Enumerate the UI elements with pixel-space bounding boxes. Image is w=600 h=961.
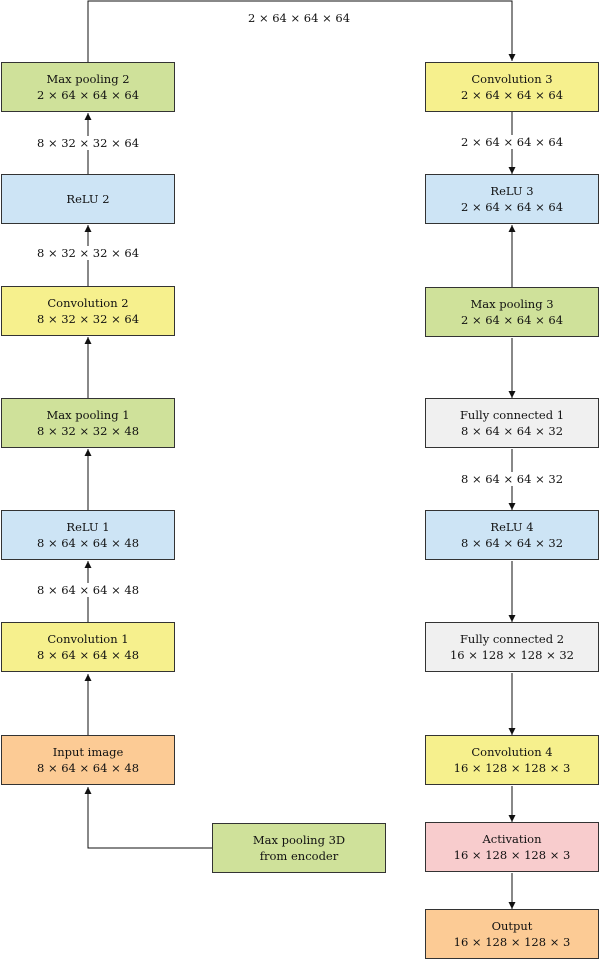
box-dims: 16 × 128 × 128 × 32 — [449, 648, 574, 662]
box-line1: Max pooling 3D — [252, 833, 346, 847]
box-title: Convolution 4 — [471, 745, 553, 759]
max-pooling-1-box: Max pooling 1 8 × 32 × 32 × 48 — [1, 398, 175, 448]
box-title: Convolution 2 — [47, 296, 129, 310]
output-box: Output 16 × 128 × 128 × 3 — [425, 909, 599, 959]
activation-box: Activation 16 × 128 × 128 × 3 — [425, 822, 599, 872]
max-pooling-3-box: Max pooling 3 2 × 64 × 64 × 64 — [425, 287, 599, 337]
box-title: ReLU 3 — [490, 184, 534, 198]
fully-connected-2-box: Fully connected 2 16 × 128 × 128 × 32 — [425, 622, 599, 672]
convolution-1-box: Convolution 1 8 × 64 × 64 × 48 — [1, 622, 175, 672]
box-title: Max pooling 2 — [46, 72, 130, 86]
arrow-maxpool2-to-conv3 — [87, 0, 516, 62]
box-title: Max pooling 3 — [470, 297, 554, 311]
box-dims: 8 × 32 × 32 × 64 — [36, 312, 140, 326]
box-title: Output — [491, 919, 533, 933]
box-title: Fully connected 2 — [459, 632, 565, 646]
relu-4-box: ReLU 4 8 × 64 × 64 × 32 — [425, 510, 599, 560]
relu-2-box: ReLU 2 — [1, 174, 175, 224]
box-dims: 2 × 64 × 64 × 64 — [460, 200, 564, 214]
label-fc1-to-relu4: 8 × 64 × 64 × 32 — [458, 472, 566, 486]
max-pooling-2-box: Max pooling 2 2 × 64 × 64 × 64 — [1, 62, 175, 112]
box-title: Activation — [482, 832, 542, 846]
relu-1-box: ReLU 1 8 × 64 × 64 × 48 — [1, 510, 175, 560]
encoder-max-pooling-box: Max pooling 3D from encoder — [212, 823, 386, 873]
box-dims: 8 × 64 × 64 × 48 — [36, 761, 140, 775]
label-conv1-to-relu1: 8 × 64 × 64 × 48 — [34, 583, 142, 597]
box-dims: 8 × 64 × 64 × 48 — [36, 648, 140, 662]
box-title: Convolution 3 — [471, 72, 553, 86]
box-dims: 2 × 64 × 64 × 64 — [460, 88, 564, 102]
box-line2: from encoder — [259, 849, 339, 863]
box-dims: 8 × 64 × 64 × 32 — [460, 536, 564, 550]
box-dims: 16 × 128 × 128 × 3 — [453, 935, 571, 949]
box-dims: 8 × 64 × 64 × 48 — [36, 536, 140, 550]
label-relu2-to-maxpool2: 8 × 32 × 32 × 64 — [34, 136, 142, 150]
box-title: ReLU 1 — [66, 520, 110, 534]
relu-3-box: ReLU 3 2 × 64 × 64 × 64 — [425, 174, 599, 224]
label-conv3-to-relu3: 2 × 64 × 64 × 64 — [458, 135, 566, 149]
box-title: Max pooling 1 — [46, 408, 130, 422]
box-dims: 16 × 128 × 128 × 3 — [453, 761, 571, 775]
box-title: Input image — [52, 745, 124, 759]
input-image-box: Input image 8 × 64 × 64 × 48 — [1, 735, 175, 785]
box-dims: 8 × 64 × 64 × 32 — [460, 424, 564, 438]
box-dims: 8 × 32 × 32 × 48 — [36, 424, 140, 438]
label-conv2-to-relu2: 8 × 32 × 32 × 64 — [34, 246, 142, 260]
convolution-2-box: Convolution 2 8 × 32 × 32 × 64 — [1, 286, 175, 336]
label-top-connection: 2 × 64 × 64 × 64 — [245, 11, 353, 25]
box-title: Convolution 1 — [47, 632, 129, 646]
box-dims: 2 × 64 × 64 × 64 — [36, 88, 140, 102]
box-title: ReLU 4 — [490, 520, 534, 534]
fully-connected-1-box: Fully connected 1 8 × 64 × 64 × 32 — [425, 398, 599, 448]
box-dims: 16 × 128 × 128 × 3 — [453, 848, 571, 862]
convolution-4-box: Convolution 4 16 × 128 × 128 × 3 — [425, 735, 599, 785]
box-dims: 2 × 64 × 64 × 64 — [460, 313, 564, 327]
box-title: ReLU 2 — [66, 192, 110, 206]
convolution-3-box: Convolution 3 2 × 64 × 64 × 64 — [425, 62, 599, 112]
arrow-encoder-to-input — [84, 787, 212, 849]
box-title: Fully connected 1 — [459, 408, 565, 422]
